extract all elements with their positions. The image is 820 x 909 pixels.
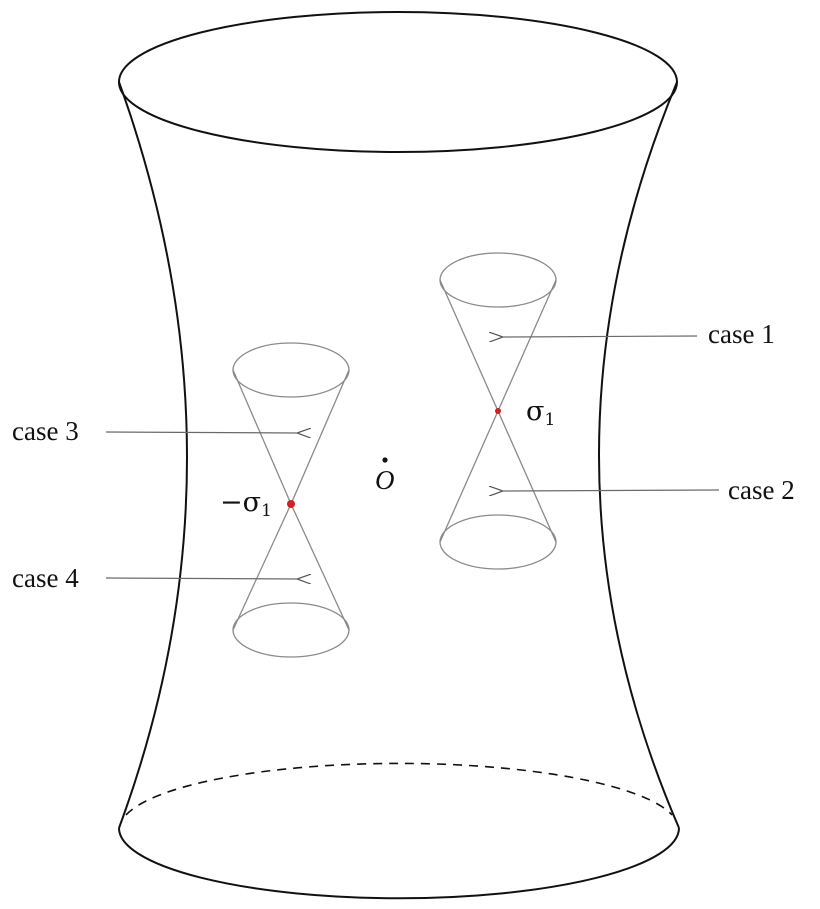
- case3-label: case 3: [12, 416, 79, 446]
- right-side-curve: [598, 81, 680, 829]
- case4-arrow: [105, 578, 297, 579]
- bottom-rim-back-dashed: [125, 762, 673, 816]
- right-light-cone: [439, 252, 557, 570]
- bottom-rim-front: [118, 827, 680, 900]
- origin-marker: O: [375, 457, 395, 495]
- case1-label: case 1: [708, 319, 775, 349]
- top-rim-ellipse: [118, 11, 678, 153]
- hyperboloid-surface: [118, 11, 680, 900]
- sigma1-vertex-point: [495, 408, 501, 414]
- left-side-curve: [118, 81, 188, 829]
- case-arrows: [105, 336, 720, 579]
- right-cone-top-ellipse: [439, 252, 557, 308]
- neg-sigma1-label: −σ1: [220, 487, 272, 521]
- case3-arrow: [105, 432, 297, 433]
- left-cone-bottom-ellipse: [232, 602, 350, 658]
- sigma1-label: σ1: [526, 396, 555, 430]
- left-light-cone: [232, 342, 350, 658]
- neg-sigma1-vertex-point: [287, 500, 295, 508]
- origin-label: O: [375, 465, 395, 495]
- right-cone-bottom-ellipse: [439, 514, 557, 570]
- case2-label: case 2: [728, 475, 795, 505]
- left-cone-top-ellipse: [232, 342, 350, 398]
- case2-arrow: [503, 490, 720, 491]
- origin-dot: [382, 457, 388, 463]
- case4-label: case 4: [12, 563, 79, 593]
- case1-arrow: [503, 336, 698, 337]
